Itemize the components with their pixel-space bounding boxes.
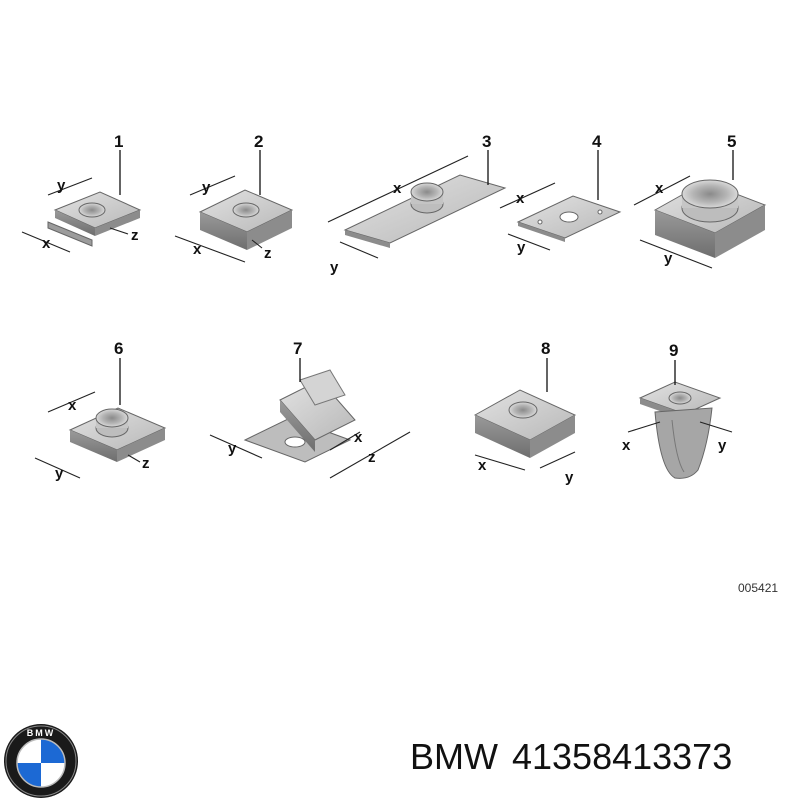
dimension-label-x: x (393, 180, 402, 197)
part-7: 7 y x z (209, 339, 411, 479)
dimension-label-x: x (193, 241, 202, 258)
part-number-label: 8 (541, 339, 550, 358)
part-2: 2 y x z (174, 132, 294, 263)
dimension-label-x: x (354, 429, 363, 446)
part-number-label: 7 (293, 339, 302, 358)
dimension-label-z: z (142, 455, 150, 472)
dimension-label-x: x (68, 397, 77, 414)
svg-text:BMW: BMW (27, 728, 56, 738)
dimension-label-x: x (42, 235, 51, 252)
part-number-label: 3 (482, 132, 491, 151)
dimension-label-y: y (565, 469, 574, 486)
diagram-reference: 005421 (738, 581, 778, 595)
dimension-label-x: x (655, 180, 664, 197)
part-9: 9 x y (622, 341, 733, 479)
dimension-label-z: z (131, 227, 139, 244)
dimension-label-y: y (664, 250, 673, 267)
part-number-label: 4 (592, 132, 602, 151)
dimension-label-y: y (718, 437, 727, 454)
dimension-label-x: x (622, 437, 631, 454)
part-8: 8 x y (473, 339, 577, 486)
part-6: 6 x y z (34, 339, 167, 482)
dimension-label-z: z (264, 245, 272, 262)
dimension-label-y: y (55, 465, 64, 482)
part-4: 4 x y (499, 132, 622, 256)
dimension-label-x: x (478, 457, 487, 474)
dimension-label-y: y (57, 177, 66, 194)
part-caption: BMW 41358413373 (410, 736, 790, 778)
part-number-label: 9 (669, 341, 678, 360)
dimension-label-y: y (202, 179, 211, 196)
part-1: 1 y x z (21, 132, 142, 253)
part-number: 41358413373 (511, 736, 733, 777)
dimension-label-z: z (368, 449, 376, 466)
part-number-label: 1 (114, 132, 123, 151)
dimension-label-x: x (516, 190, 525, 207)
bmw-logo: BMW (4, 724, 78, 798)
part-number-label: 6 (114, 339, 123, 358)
dimension-label-y: y (517, 239, 526, 256)
dimension-label-y: y (228, 440, 237, 457)
brand-name: BMW (410, 736, 498, 777)
part-3: 3 x y (327, 132, 507, 276)
part-number-label: 2 (254, 132, 263, 151)
part-number-label: 5 (727, 132, 736, 151)
part-5: 5 x y (633, 132, 767, 269)
dimension-label-y: y (330, 259, 339, 276)
